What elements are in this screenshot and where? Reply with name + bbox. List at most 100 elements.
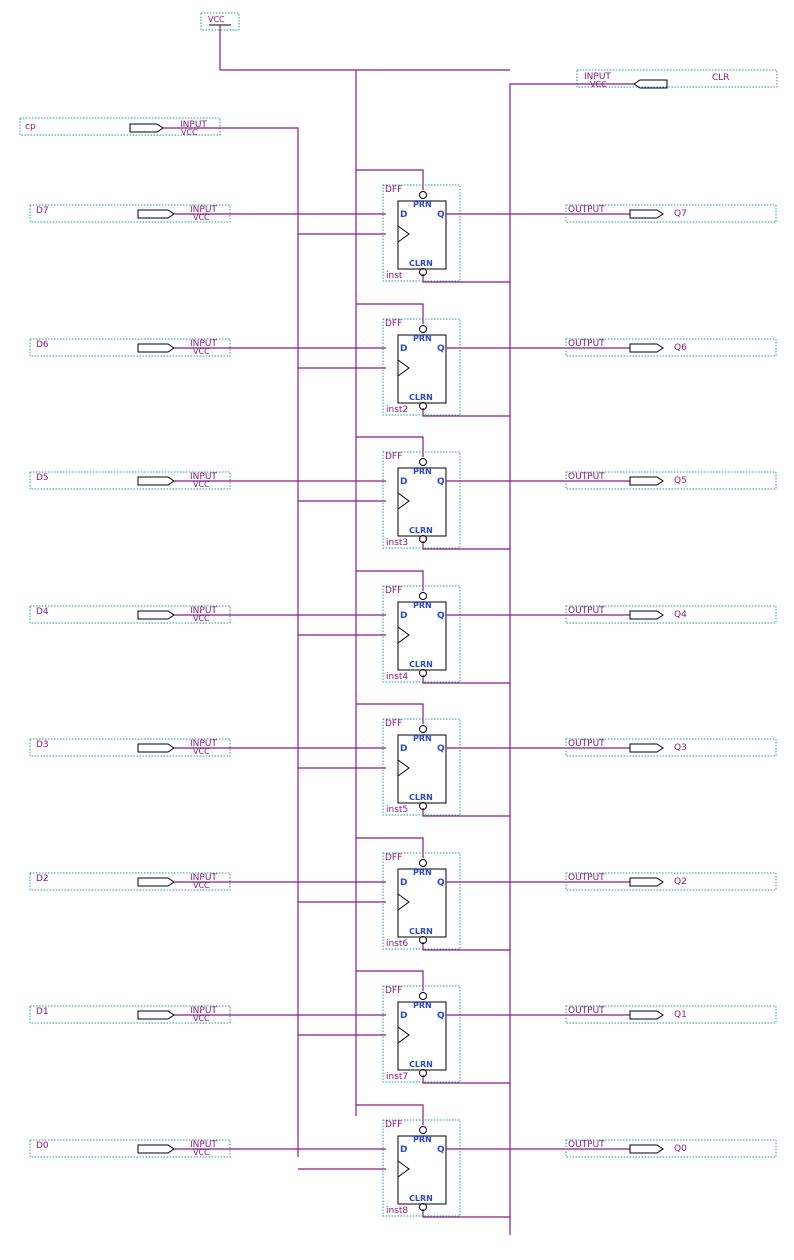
data-input-default: VCC bbox=[193, 1148, 210, 1157]
instance-name: inst bbox=[386, 271, 403, 281]
d-pin-label: D bbox=[400, 477, 407, 487]
output-type: OUTPUT bbox=[568, 339, 605, 349]
preset-wire bbox=[356, 436, 424, 457]
output-type: OUTPUT bbox=[568, 1140, 605, 1150]
data-input-default: VCC bbox=[193, 881, 210, 890]
data-input-name: D4 bbox=[36, 607, 49, 617]
output-type: OUTPUT bbox=[568, 205, 605, 215]
instance-name: inst5 bbox=[386, 805, 408, 815]
clear-wire bbox=[422, 808, 510, 817]
clear-wire bbox=[422, 541, 510, 550]
preset-wire bbox=[356, 169, 424, 190]
preset-wire bbox=[356, 303, 424, 324]
data-input-default: VCC bbox=[193, 213, 210, 222]
output-type: OUTPUT bbox=[568, 472, 605, 482]
prn-pin-label: PRN bbox=[413, 334, 432, 343]
dff-type-label: DFF bbox=[385, 986, 402, 996]
clear-input-type: INPUT bbox=[584, 72, 611, 82]
data-input-type: INPUT bbox=[190, 472, 217, 482]
clear-input[interactable]: INPUT VCC CLR bbox=[509, 69, 778, 1235]
preset-wire bbox=[356, 703, 424, 724]
data-input-default: VCC bbox=[193, 480, 210, 489]
data-input-default: VCC bbox=[193, 347, 210, 356]
prn-pin-label: PRN bbox=[413, 734, 432, 743]
dff-type-label: DFF bbox=[385, 1120, 402, 1130]
clrn-pin-label: CLRN bbox=[409, 393, 433, 402]
clrn-pin-label: CLRN bbox=[409, 526, 433, 535]
data-input-name: D0 bbox=[36, 1141, 49, 1151]
clear-input-name: CLR bbox=[712, 73, 730, 83]
output-pin[interactable]: OUTPUT Q7 bbox=[565, 204, 777, 223]
dff-type-label: DFF bbox=[385, 452, 402, 462]
instance-name: inst3 bbox=[386, 538, 408, 548]
preset-wire bbox=[356, 970, 424, 991]
data-input-type: INPUT bbox=[190, 339, 217, 349]
q-pin-label: Q bbox=[437, 611, 445, 621]
clrn-pin-label: CLRN bbox=[409, 1194, 433, 1203]
data-input-default: VCC bbox=[193, 747, 210, 756]
clrn-pin-label: CLRN bbox=[409, 1060, 433, 1069]
prn-pin-label: PRN bbox=[413, 601, 432, 610]
clock-input[interactable]: cp INPUT VCC bbox=[19, 117, 299, 1157]
data-input-name: D7 bbox=[36, 206, 49, 216]
data-input-type: INPUT bbox=[190, 873, 217, 883]
output-pin[interactable]: OUTPUT Q6 bbox=[565, 338, 777, 357]
output-name: Q4 bbox=[674, 610, 687, 620]
prn-pin-label: PRN bbox=[413, 868, 432, 877]
dff-type-label: DFF bbox=[385, 319, 402, 329]
data-input-default: VCC bbox=[193, 614, 210, 623]
clock-input-default: VCC bbox=[181, 128, 198, 137]
data-input-name: D1 bbox=[36, 1007, 49, 1017]
instance-name: inst6 bbox=[386, 939, 408, 949]
output-name: Q1 bbox=[674, 1010, 687, 1020]
output-type: OUTPUT bbox=[568, 739, 605, 749]
clock-input-type: INPUT bbox=[180, 120, 207, 130]
data-input-name: D3 bbox=[36, 740, 49, 750]
instance-name: inst7 bbox=[386, 1072, 408, 1082]
data-input-default: VCC bbox=[193, 1014, 210, 1023]
clear-wire bbox=[422, 942, 510, 951]
d-pin-label: D bbox=[400, 1145, 407, 1155]
vcc-symbol[interactable]: VCC bbox=[200, 12, 510, 71]
d-pin-label: D bbox=[400, 210, 407, 220]
output-name: Q2 bbox=[674, 877, 687, 887]
output-name: Q7 bbox=[674, 209, 687, 219]
output-pin[interactable]: OUTPUT Q1 bbox=[565, 1005, 777, 1024]
q-pin-label: Q bbox=[437, 878, 445, 888]
data-input-type: INPUT bbox=[190, 739, 217, 749]
data-input-type: INPUT bbox=[190, 606, 217, 616]
d-pin-label: D bbox=[400, 611, 407, 621]
output-pin[interactable]: OUTPUT Q5 bbox=[565, 471, 777, 490]
preset-wire bbox=[356, 837, 424, 858]
prn-pin-label: PRN bbox=[413, 1001, 432, 1010]
output-name: Q5 bbox=[674, 476, 687, 486]
instance-name: inst8 bbox=[386, 1206, 408, 1216]
output-type: OUTPUT bbox=[568, 1006, 605, 1016]
output-name: Q6 bbox=[674, 343, 687, 353]
data-input-type: INPUT bbox=[190, 1140, 217, 1150]
data-input-type: INPUT bbox=[190, 205, 217, 215]
dff-type-label: DFF bbox=[385, 719, 402, 729]
clock-input-name: cp bbox=[25, 122, 36, 132]
q-pin-label: Q bbox=[437, 344, 445, 354]
dff-type-label: DFF bbox=[385, 853, 402, 863]
clrn-pin-label: CLRN bbox=[409, 660, 433, 669]
prn-pin-label: PRN bbox=[413, 200, 432, 209]
q-pin-label: Q bbox=[437, 1011, 445, 1021]
